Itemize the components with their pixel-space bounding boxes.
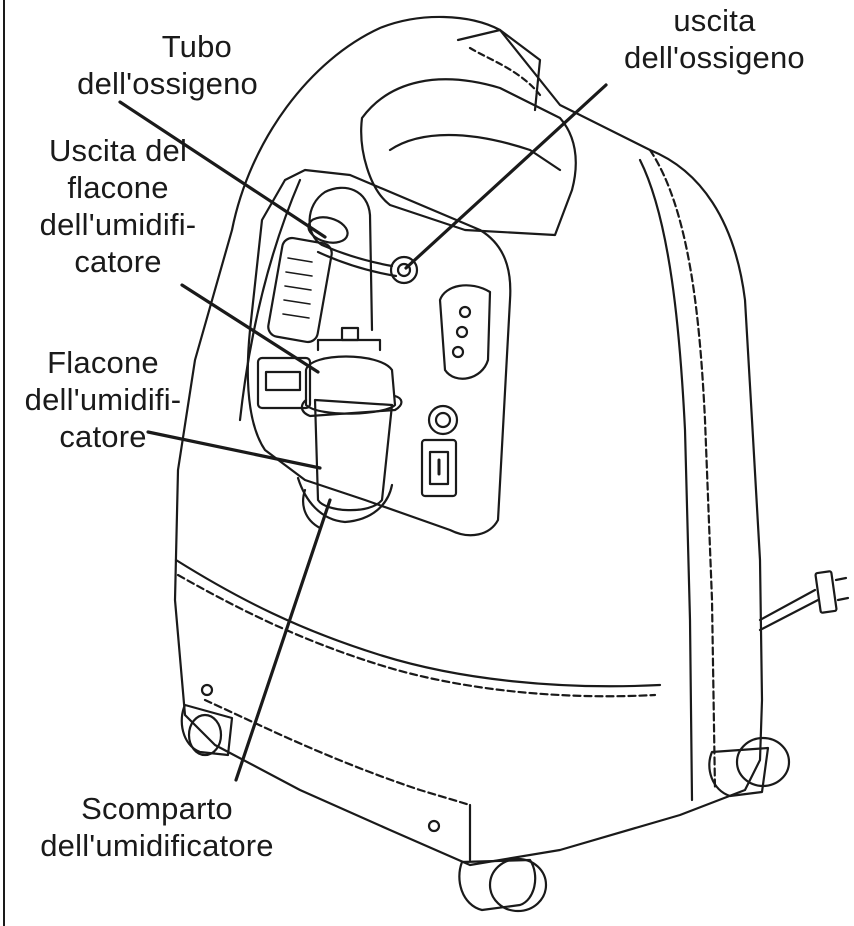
- leader-bottle-outlet: [180, 283, 320, 374]
- control-panel: [246, 168, 512, 537]
- power-switch: [420, 438, 458, 498]
- oxygen-tube: [308, 186, 394, 332]
- hour-meter: [256, 356, 312, 410]
- indicator-panel: [438, 284, 492, 380]
- power-plug: [814, 570, 838, 614]
- label-humidifier-bottle-outlet: Uscita del flacone dell'umidifi- catore: [39, 133, 197, 279]
- caster-front-right: [458, 857, 548, 913]
- oxygen-outlet-fitting: [389, 255, 419, 285]
- humidifier-compartment: [296, 476, 394, 524]
- label-humidifier-compartment: Scomparto dell'umidificatore: [40, 791, 274, 863]
- leader-oxygen-outlet: [404, 83, 608, 270]
- device-body: [173, 15, 764, 867]
- leader-oxygen-tube: [118, 100, 327, 239]
- label-oxygen-tube: Tubo dell'ossigeno: [77, 29, 258, 101]
- humidifier-bottle: [313, 398, 394, 512]
- label-humidifier-bottle: Flacone dell'umidifi- catore: [24, 345, 182, 454]
- power-cord: [758, 598, 820, 632]
- caster-front-left: [180, 703, 234, 757]
- circuit-breaker: [427, 404, 459, 436]
- leader-humidifier-compartment: [234, 498, 332, 782]
- label-oxygen-outlet: uscita dell'ossigeno: [624, 3, 805, 75]
- flowmeter: [267, 236, 333, 344]
- caster-rear-right: [708, 736, 791, 798]
- leader-humidifier-bottle: [146, 430, 322, 470]
- handle-recess: [360, 78, 577, 237]
